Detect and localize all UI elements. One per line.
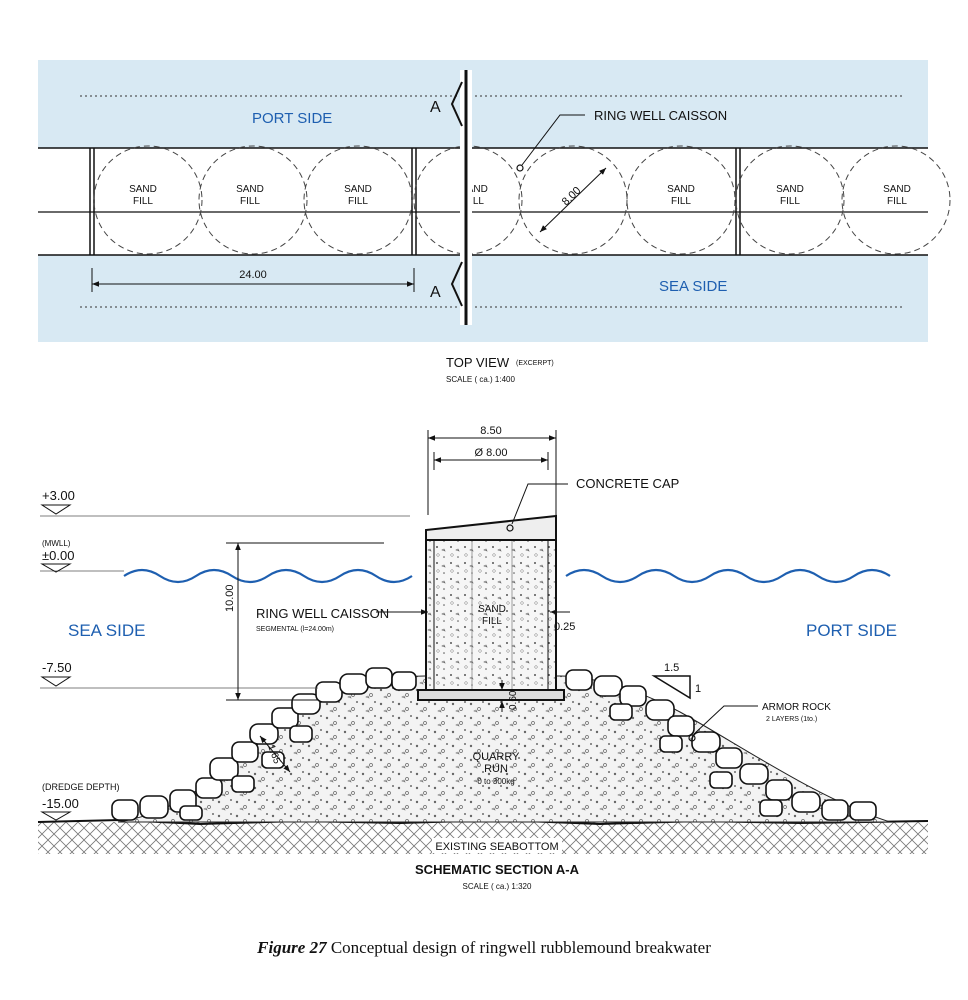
caisson-base — [417, 689, 565, 701]
section-arrow-bottom — [450, 261, 463, 307]
top-view-title: TOP VIEW — [446, 355, 510, 370]
svg-text:FILL: FILL — [240, 196, 260, 207]
wave-left — [123, 568, 413, 584]
port-side-label: PORT SIDE — [252, 110, 332, 127]
elev-zero: ±0.00 — [42, 548, 74, 563]
section-scale: SCALE ( ca.) 1:320 — [463, 882, 532, 891]
svg-text:SAND: SAND — [129, 184, 157, 195]
segmental-label: SEGMENTAL (l=24.00m) — [256, 626, 334, 633]
caisson-body — [425, 539, 557, 691]
concrete-cap-label: CONCRETE CAP — [576, 476, 679, 491]
base-thickness-value: 0.60 — [508, 690, 519, 710]
armor-rocks-right — [565, 669, 877, 821]
slope-indicator — [651, 675, 691, 700]
wall-thickness-value: 0.25 — [554, 621, 575, 633]
armor-rock-label: ARMOR ROCK — [762, 702, 831, 713]
diameter-dimension — [539, 167, 607, 233]
top-view-scale: SCALE ( ca.) 1:400 — [446, 375, 515, 384]
height-value: 10.00 — [224, 584, 236, 612]
section-arrow-top — [450, 81, 463, 127]
cap-leader — [511, 483, 568, 525]
run-label: RUN — [484, 763, 508, 775]
armor-rocks-left — [111, 667, 417, 821]
svg-text:SAND: SAND — [344, 184, 372, 195]
svg-text:FILL: FILL — [887, 196, 907, 207]
width-value: 8.50 — [480, 425, 501, 437]
elev-minus15: -15.00 — [42, 796, 79, 811]
slope-h: 1.5 — [664, 662, 679, 674]
svg-text:FILL: FILL — [464, 196, 484, 207]
section-caisson-label: RING WELL CAISSON — [256, 606, 389, 621]
dredge-depth-label: (DREDGE DEPTH) — [42, 782, 120, 792]
quarry-label: QUARRY — [473, 751, 521, 763]
caisson-leader — [521, 114, 585, 166]
elev-minus750: -7.50 — [42, 660, 72, 675]
elevation-markers: +3.00 (MWLL) ±0.00 -7.50 (DREDGE DEPTH) … — [40, 488, 410, 821]
seabottom-label-bg — [432, 838, 562, 853]
svg-text:SAND: SAND — [236, 184, 264, 195]
armor-leader — [693, 705, 758, 735]
svg-text:FILL: FILL — [348, 196, 368, 207]
section-view: SAND FILL 8.50 Ø 8.00 CONCRETE CAP +3.00… — [37, 425, 929, 854]
svg-text:FILL: FILL — [133, 196, 153, 207]
figure-caption: Figure 27 Conceptual design of ringwell … — [0, 938, 968, 958]
svg-text:FILL: FILL — [780, 196, 800, 207]
ring-wells — [93, 145, 951, 255]
svg-text:SAND: SAND — [667, 184, 695, 195]
caisson-strip — [38, 148, 928, 255]
diam-value: Ø 8.00 — [474, 447, 507, 459]
figure-number: Figure 27 — [257, 938, 327, 957]
armor-thickness-dimension — [259, 735, 291, 773]
quarry-range-label: 0 to 300kg — [477, 777, 514, 786]
elev-plus3: +3.00 — [42, 488, 75, 503]
svg-text:SAND: SAND — [460, 184, 488, 195]
section-sea-side: SEA SIDE — [68, 621, 145, 640]
svg-text:FILL: FILL — [671, 196, 691, 207]
ring-well-caisson-label: RING WELL CAISSON — [594, 108, 727, 123]
slope-v: 1 — [695, 683, 701, 695]
figure-text: Conceptual design of ringwell rubblemoun… — [330, 938, 711, 957]
segment-joints — [89, 148, 741, 255]
seabottom-label: EXISTING SEABOTTOM — [435, 841, 558, 853]
armor-layers-label: 2 LAYERS (1to.) — [766, 716, 817, 723]
section-mark-bottom: A — [430, 284, 441, 301]
section-title: SCHEMATIC SECTION A-A — [415, 862, 580, 877]
concrete-cap — [425, 514, 557, 541]
wave-right — [565, 568, 891, 584]
sea-side-label: SEA SIDE — [659, 278, 727, 295]
caisson-fill-label: FILL — [482, 616, 502, 627]
mwll-label: (MWLL) — [42, 539, 71, 548]
section-mark-top: A — [430, 99, 441, 116]
caisson-sand-label: SAND — [478, 604, 506, 615]
top-view-excerpt: (EXCERPT) — [516, 360, 554, 367]
svg-text:SAND: SAND — [776, 184, 804, 195]
length-value: 24.00 — [239, 269, 267, 281]
section-port-side: PORT SIDE — [806, 621, 897, 640]
svg-text:SAND: SAND — [883, 184, 911, 195]
